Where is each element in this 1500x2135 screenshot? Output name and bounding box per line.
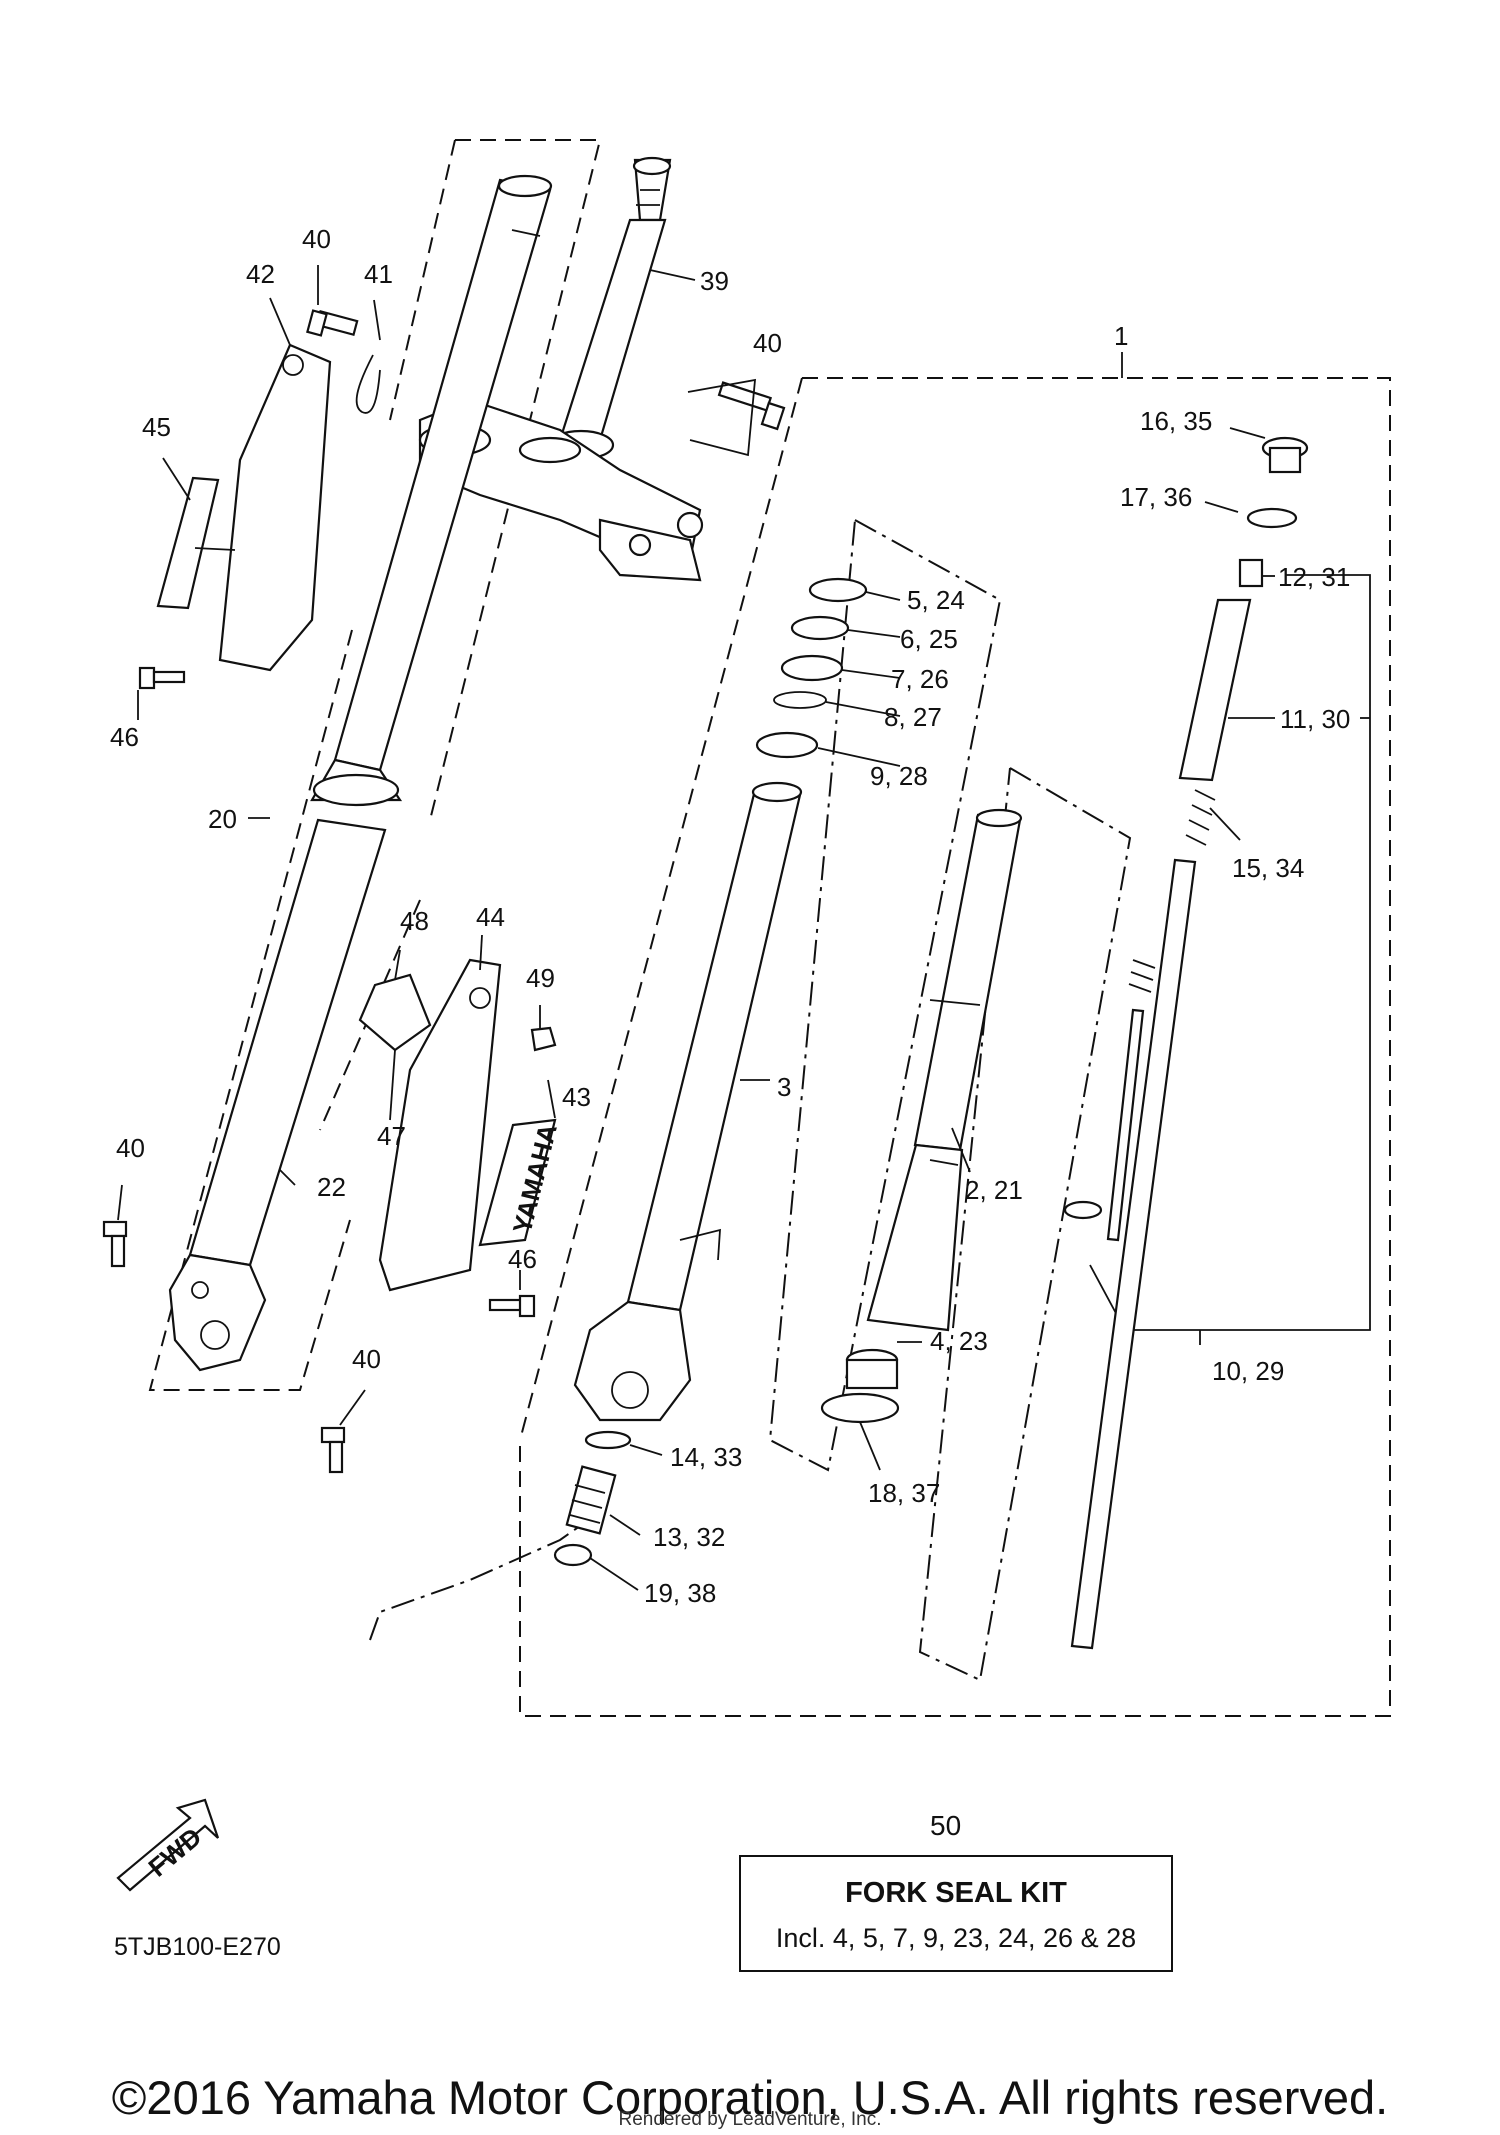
- callout-43: 43: [562, 1082, 591, 1112]
- fork-assembly-outline-left: [519, 377, 803, 1441]
- callout-15-34: 15, 34: [1232, 853, 1304, 883]
- callout-17-36: 17, 36: [1120, 482, 1192, 512]
- part-11-tube: [1178, 598, 1252, 782]
- cap-bolt-16: [1261, 436, 1309, 474]
- callout-48: 48: [400, 906, 429, 936]
- diagram-code: 5TJB100-E270: [114, 1933, 281, 1961]
- guard-bolt-46-top: [138, 666, 186, 690]
- left-fork-assembly: [168, 174, 553, 1372]
- callout-1: 1: [1114, 321, 1128, 351]
- part-8-washer: [773, 691, 827, 709]
- damper-bracket: [1089, 574, 1371, 1331]
- rebound-spring: [1128, 959, 1156, 993]
- axle-bolt-40-left: [102, 1220, 128, 1268]
- seal-stack: [755, 577, 868, 759]
- callout-8-27: 8, 27: [884, 702, 942, 732]
- guard-decal-45: [156, 476, 220, 610]
- callout-20: 20: [208, 804, 237, 834]
- clamp-bolt-right: [717, 381, 786, 431]
- guard-bolt-46-bottom: [488, 1294, 536, 1318]
- part-9-seal: [755, 731, 819, 759]
- callout-40-bottom: 40: [352, 1344, 381, 1374]
- inner-tube-2: [866, 808, 1023, 1332]
- damper-piston: [1063, 1200, 1103, 1220]
- callout-10-29: 10, 29: [1212, 1356, 1284, 1386]
- callout-9-28: 9, 28: [870, 761, 928, 791]
- part-18-guide: [820, 1392, 900, 1424]
- callout-46-bottom: 46: [508, 1244, 537, 1274]
- kit-description: Incl. 4, 5, 7, 9, 23, 24, 26 & 28: [775, 1923, 1137, 1953]
- callout-2-21: 2, 21: [965, 1175, 1023, 1205]
- part-7-oil-seal: [780, 654, 844, 682]
- part-5-dust-seal: [808, 577, 868, 603]
- callout-18-37: 18, 37: [868, 1478, 940, 1508]
- decal-lead: [194, 547, 236, 551]
- outer-tube-3: [573, 781, 803, 1422]
- bolt-right-outline: [687, 378, 757, 457]
- clamp-bolt-top: [306, 309, 359, 337]
- guard-plate-48: [358, 973, 432, 1052]
- part-14-washer: [584, 1430, 632, 1450]
- callout-40-top: 40: [302, 224, 331, 254]
- leader-lines: [117, 265, 1275, 1591]
- callout-42: 42: [246, 259, 275, 289]
- callout-5-24: 5, 24: [907, 585, 965, 615]
- fwd-arrow-icon: FWD: [116, 1798, 220, 1892]
- kit-part-number: 50: [930, 1810, 962, 1841]
- part-15-spring: [1185, 789, 1216, 846]
- callout-22: 22: [317, 1172, 346, 1202]
- clip-41: [355, 354, 381, 414]
- part-13-bottom-bolt: [565, 1465, 617, 1535]
- stem-group-outline-b: [389, 139, 456, 421]
- callout-16-35: 16, 35: [1140, 406, 1212, 436]
- callout-4-23: 4, 23: [930, 1326, 988, 1356]
- steering-stem: [547, 156, 672, 461]
- damper-rod-10: [1070, 858, 1197, 1650]
- fork-seal-kit-box: FORK SEAL KIT Incl. 4, 5, 7, 9, 23, 24, …: [739, 1855, 1173, 1972]
- callout-46-top: 46: [110, 722, 139, 752]
- axle-connection-line: [369, 1511, 601, 1641]
- part-19-seal: [553, 1543, 593, 1567]
- callout-40-left: 40: [116, 1133, 145, 1163]
- copyright-notice: ©2016 Yamaha Motor Corporation, U.S.A. A…: [111, 2071, 1389, 2124]
- part-4-bushing: [845, 1348, 899, 1390]
- part-12-collar: [1238, 558, 1264, 588]
- left-fork-outline: [148, 629, 353, 1391]
- guard-nut-49: [530, 1026, 557, 1052]
- seal-group-bracket: [768, 519, 1002, 1472]
- callout-11-30: 11, 30: [1280, 704, 1350, 734]
- callout-3: 3: [777, 1072, 791, 1102]
- callout-6-25: 6, 25: [900, 624, 958, 654]
- fork-guard-upper: [218, 343, 332, 672]
- callout-39: 39: [700, 266, 729, 296]
- callout-44: 44: [476, 902, 505, 932]
- callout-19-38: 19, 38: [644, 1578, 716, 1608]
- stem-group-outline: [429, 139, 602, 821]
- callout-13-32: 13, 32: [653, 1522, 725, 1552]
- callout-49: 49: [526, 963, 555, 993]
- inner-tube-bracket: [918, 767, 1132, 1682]
- fork-assembly-outline: [519, 377, 1391, 1717]
- kit-title: FORK SEAL KIT: [845, 1877, 1067, 1909]
- rendered-by-notice: Rendered by LeadVenture, Inc.: [618, 2109, 882, 2130]
- axle-bolt-40-lower: [320, 1426, 346, 1474]
- callout-7-26: 7, 26: [891, 664, 949, 694]
- callout-40-right: 40: [753, 328, 782, 358]
- callout-12-31: 12, 31: [1278, 562, 1350, 592]
- damper-rod-upper: [1106, 1008, 1145, 1242]
- callout-45: 45: [142, 412, 171, 442]
- callout-14-33: 14, 33: [670, 1442, 742, 1472]
- callout-47: 47: [377, 1121, 406, 1151]
- part-17-washer: [1246, 507, 1298, 529]
- yamaha-guard-label: YAMAHA: [478, 1118, 563, 1247]
- callout-41: 41: [364, 259, 393, 289]
- fork-guard-lower: [378, 958, 502, 1292]
- part-6-clip: [790, 615, 850, 641]
